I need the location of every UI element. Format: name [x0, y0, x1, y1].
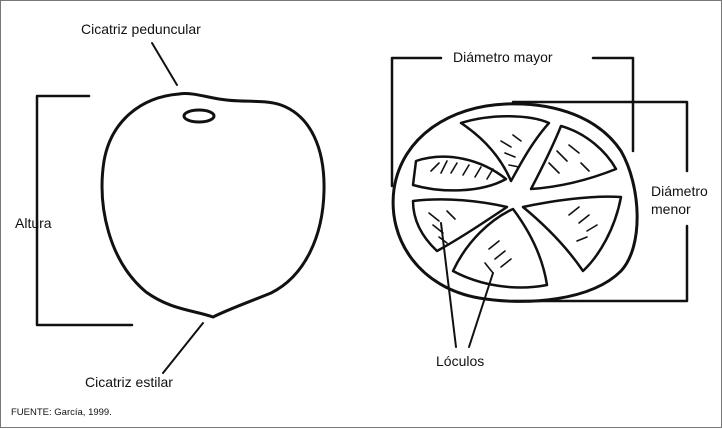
peduncular-scar-label: Cicatriz peduncular	[81, 21, 201, 37]
seed-fringes	[429, 135, 597, 273]
minor-diameter-label-line-2: menor	[651, 200, 708, 218]
fruit-cross-section	[393, 104, 637, 302]
locule-chambers	[413, 116, 621, 287]
major-diameter-label: Diámetro mayor	[453, 49, 553, 65]
minor-diameter-label: Diámetro menor	[651, 182, 708, 218]
fruit-side-view	[102, 94, 324, 317]
stylar-scar-pointer	[163, 323, 203, 373]
minor-diameter-label-line-1: Diámetro	[651, 182, 708, 200]
height-label: Altura	[15, 215, 52, 231]
source-note: FUENTE: García, 1999.	[11, 407, 112, 419]
locules-label: Lóculos	[436, 353, 484, 369]
height-bracket	[37, 96, 132, 325]
peduncle-scar	[184, 110, 214, 122]
stylar-scar-label: Cicatriz estilar	[85, 374, 173, 390]
peduncular-scar-pointer	[152, 43, 177, 85]
minor-diameter-bracket-bottom	[513, 226, 687, 301]
major-diameter-bracket-right	[593, 58, 633, 151]
locule-pointer-right	[469, 273, 493, 347]
